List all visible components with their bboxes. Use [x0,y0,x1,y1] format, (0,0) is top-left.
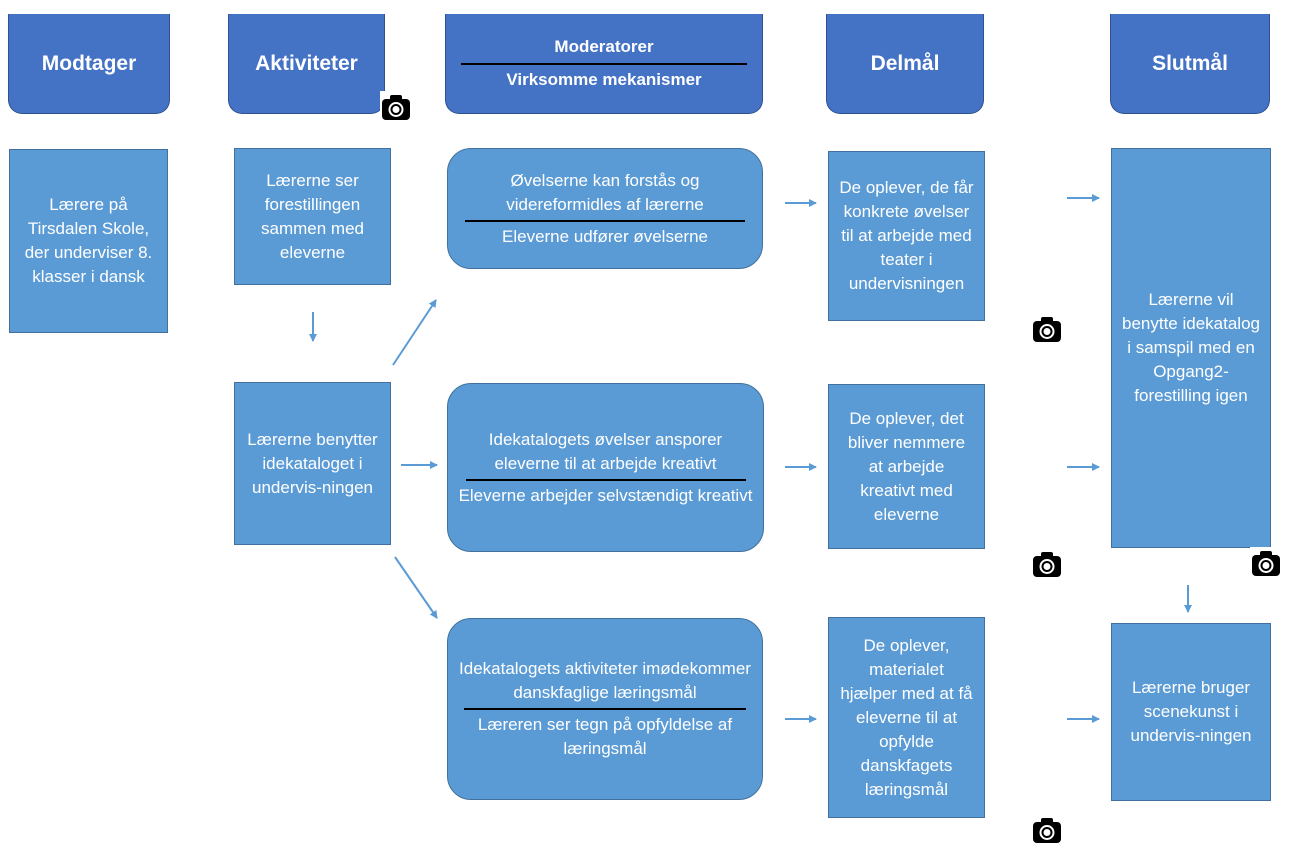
final-goal-box-2: Lærerne bruger scenekunst i undervis-nin… [1111,623,1271,801]
moderator-1-top: Øvelserne kan forstås og videreformidles… [506,170,704,214]
final-goal-2-text: Lærerne bruger scenekunst i undervis-nin… [1130,678,1252,745]
header-moderators-label: Moderatorer [554,37,654,56]
subgoal-box-2: De oplever, det bliver nemmere at arbejd… [828,384,985,549]
activity-text-use-catalog: Lærerne benytter idekataloget i undervis… [247,429,378,497]
arrow-activity-to-moderator-3 [394,556,438,619]
subgoal-2-text: De oplever, det bliver nemmere at arbejd… [847,408,966,524]
activity-text-watch: Lærerne ser forestillingen sammen med el… [261,170,364,262]
moderator-2-bottom: Eleverne arbejder selvstændigt kreativt [458,485,753,505]
header-subgoals-label: Delmål [870,51,940,75]
moderator-box-1: Øvelserne kan forstås og videreformidles… [447,148,763,269]
header-receiver: Modtager [8,14,170,114]
arrow-activity-to-moderator-1 [392,299,437,366]
subgoal-1-text: De oplever, de får konkrete øvelser til … [839,178,974,293]
subgoal-box-3: De oplever, materialet hjælper med at få… [828,617,985,818]
header-mechanisms-label: Virksomme mekanismer [506,70,702,89]
header-final-goal: Slutmål [1110,14,1270,114]
camera-icon [380,91,412,123]
header-moderators: Moderatorer Virksomme mekanismer [445,14,763,114]
moderator-3-divider [464,708,746,710]
subgoal-3-text: De oplever, materialet hjælper med at få… [840,635,973,799]
final-goal-1-text: Lærerne vil benytte idekatalog i samspil… [1122,290,1260,405]
moderator-1-divider [465,219,745,222]
receiver-text: Lærere på Tirsdalen Skole, der undervise… [24,195,153,286]
header-activities-label: Aktiviteter [255,51,358,75]
camera-icon [1031,548,1063,580]
header-final-goal-label: Slutmål [1152,51,1228,75]
camera-icon [1250,547,1282,579]
header-divider [461,63,747,65]
moderator-3-top: Idekatalogets aktiviteter imødekommer da… [459,659,751,702]
moderator-3-bottom: Læreren ser tegn på opfyldelse af læring… [477,715,733,758]
moderator-1-bottom: Eleverne udfører øvelserne [502,226,708,246]
header-activities: Aktiviteter [228,14,385,114]
moderator-2-top: Idekatalogets øvelser ansporer eleverne … [488,429,723,473]
moderator-box-3: Idekatalogets aktiviteter imødekommer da… [447,618,763,800]
camera-icon [1031,814,1063,843]
activity-box-use-catalog: Lærerne benytter idekataloget i undervis… [234,382,391,545]
moderator-box-2: Idekatalogets øvelser ansporer eleverne … [447,383,764,552]
header-receiver-label: Modtager [41,51,137,75]
final-goal-box-1: Lærerne vil benytte idekatalog i samspil… [1111,148,1271,548]
activity-box-watch: Lærerne ser forestillingen sammen med el… [234,148,391,285]
subgoal-box-1: De oplever, de får konkrete øvelser til … [828,151,985,321]
camera-icon [1031,313,1063,345]
receiver-box: Lærere på Tirsdalen Skole, der undervise… [9,149,168,333]
header-subgoals: Delmål [826,14,984,114]
moderator-2-divider [465,478,746,481]
